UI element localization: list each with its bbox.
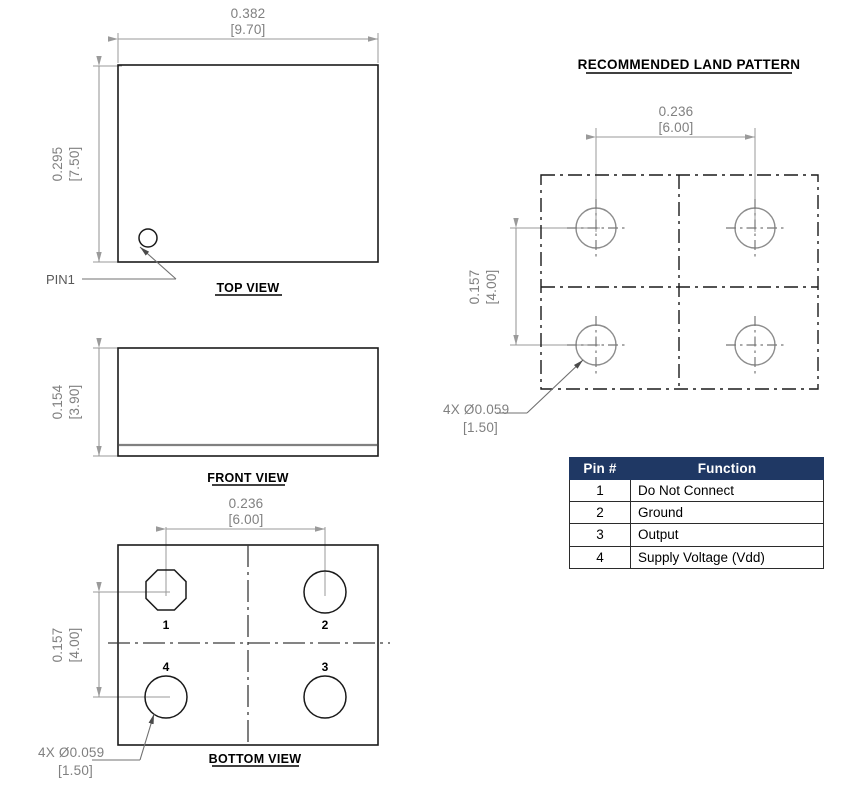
pin1-leader-arrow [139, 246, 177, 280]
bottom-pad-2-circle [303, 570, 347, 614]
table-cell-function: Supply Voltage (Vdd) [630, 545, 824, 569]
lp-pitch-x-inch-text: 0.236 [659, 104, 694, 119]
top-height-inch-text: 0.295 [50, 147, 65, 182]
front-height-mm-text: [3.90] [67, 385, 82, 420]
bottom-pitch-x-mm-text: [6.00] [229, 512, 264, 527]
bottom-pad-1-number: 1 [163, 618, 170, 632]
table-cell-function: Output [630, 523, 824, 547]
lp-pitch-y-inch-text: 0.157 [467, 270, 482, 305]
bottom-hole-leader-arrow [139, 713, 155, 761]
bottom-view-label: BOTTOM VIEW [209, 752, 302, 766]
table-row: 1 Do Not Connect [569, 479, 824, 503]
bottom-hole-callout-text: 4X Ø0.059 [38, 745, 104, 760]
top-height-mm-text: [7.50] [67, 147, 82, 182]
pin1-label: PIN1 [46, 272, 75, 287]
table-cell-function: Ground [630, 501, 824, 525]
bottom-pitch-x-inch-text: 0.236 [229, 496, 264, 511]
table-cell-pin: 2 [569, 501, 631, 525]
table-header-row: Pin # Function [569, 456, 824, 481]
bottom-hole-callout-mm-text: [1.50] [58, 763, 93, 778]
top-width-inch-text: 0.382 [231, 6, 266, 21]
table-row: 2 Ground [569, 501, 824, 525]
table-cell-pin: 4 [569, 545, 631, 569]
lp-pitch-x-mm-text: [6.00] [659, 120, 694, 135]
table-cell-pin: 1 [569, 479, 631, 503]
bottom-pad-3-number: 3 [322, 660, 329, 674]
bottom-view-group: 0.236 [6.00] 0.157 [4.00] 1 2 4 [38, 496, 390, 778]
bottom-pitch-y-mm-text: [4.00] [67, 628, 82, 663]
lp-hole-callout-mm-text: [1.50] [463, 420, 498, 435]
front-view-body-outline [117, 347, 379, 457]
front-height-inch-text: 0.154 [50, 384, 65, 419]
lp-hole-callout-text: 4X Ø0.059 [443, 402, 509, 417]
lp-pitch-y-mm-text: [4.00] [484, 270, 499, 305]
top-view-body-outline [117, 64, 379, 263]
land-pattern-group: RECOMMENDED LAND PATTERN 0.236 [6.00] 0.… [443, 57, 819, 435]
table-cell-function: Do Not Connect [630, 479, 824, 503]
land-pattern-title: RECOMMENDED LAND PATTERN [578, 57, 801, 72]
lp-hole-leader-arrow [526, 359, 584, 414]
front-view-label: FRONT VIEW [207, 471, 288, 485]
bottom-pad-3-circle [303, 675, 347, 719]
bottom-pad-4-number: 4 [163, 660, 170, 674]
table-row: 4 Supply Voltage (Vdd) [569, 545, 824, 569]
front-view-group: 0.154 [3.90] FRONT VIEW [50, 338, 379, 486]
top-view-label: TOP VIEW [216, 281, 279, 295]
table-row: 3 Output [569, 523, 824, 547]
table-cell-pin: 3 [569, 523, 631, 547]
pin-function-table: Pin # Function 1 Do Not Connect 2 Ground… [569, 456, 824, 569]
bottom-pad-1-octagon [145, 569, 187, 611]
bottom-pad-2-number: 2 [322, 618, 329, 632]
bottom-pitch-y-inch-text: 0.157 [50, 628, 65, 663]
bottom-pad-4-circle [144, 675, 188, 719]
pin1-marker-circle [138, 228, 158, 248]
table-header-function: Function [630, 456, 824, 481]
top-view-group: 0.382 [9.70] 0.295 [7.50] PIN1 TOP VIEW [46, 6, 379, 296]
table-header-pin: Pin # [569, 456, 631, 481]
top-width-mm-text: [9.70] [231, 22, 266, 37]
